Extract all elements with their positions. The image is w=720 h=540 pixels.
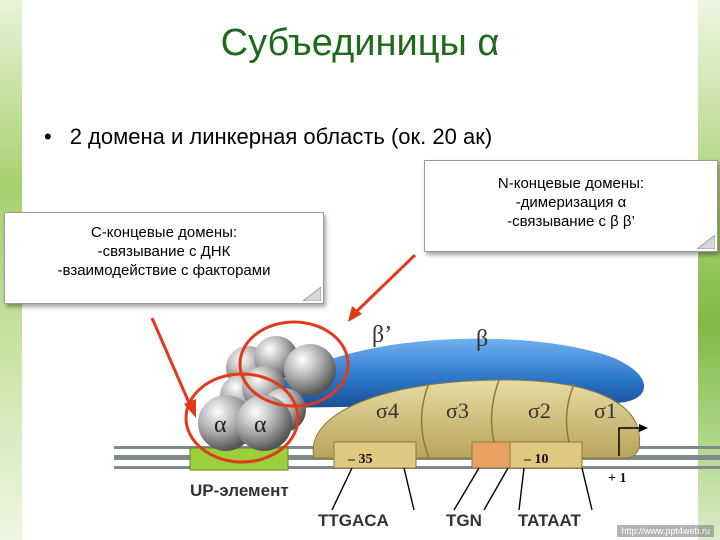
callout-c-line-2: -взаимодействие с факторами [5,261,323,280]
minus10-core-box [472,442,510,468]
bullet-text: 2 домена и линкерная область (ок. 20 ак) [70,124,492,149]
label-alpha-left: α [214,412,227,438]
page-curl-icon [697,235,715,249]
label-minus35: – 35 [347,452,373,467]
callout-n-line-2: -связывание с β β’ [425,212,717,231]
label-alpha-right: α [254,412,267,438]
callout-n-heading: N-концевые домены: [425,174,717,193]
callout-n-line-1: -димеризация α [425,193,717,212]
label-seq-ttgaca: TTGACA [318,511,389,530]
label-seq-tataat: TATAAT [518,511,582,530]
label-sigma1: σ1 [594,398,617,423]
callout-c-heading: С-концевые домены: [5,223,323,242]
label-sigma2: σ2 [528,398,551,423]
label-minus10: – 10 [523,452,549,467]
label-seq-tgn: TGN [446,511,482,530]
callout-n-terminal: N-концевые домены: -димеризация α -связы… [424,160,718,252]
label-beta: β [476,326,488,352]
minus35-box [334,442,416,468]
label-beta-prime: β’ [372,322,392,348]
label-up-element: UP-элемент [190,481,289,500]
label-sigma3: σ3 [446,398,469,423]
slide-title: Субъединицы α [0,22,720,65]
watermark: http://www.ppt4web.ru [617,525,714,537]
label-sigma4: σ4 [376,398,399,423]
bullet-dot-icon: • [44,124,52,149]
bullet-point: • 2 домена и линкерная область (ок. 20 ак… [44,124,492,150]
rna-polymerase-diagram: β’ β σ4 σ3 σ2 σ1 α α – 35 – 10 + 1 UP-эл… [114,318,720,540]
callout-c-terminal: С-концевые домены: -связывание с ДНК -вз… [4,212,324,304]
label-plus1: + 1 [608,471,626,486]
callout-c-line-1: -связывание с ДНК [5,242,323,261]
page-curl-icon [303,287,321,301]
